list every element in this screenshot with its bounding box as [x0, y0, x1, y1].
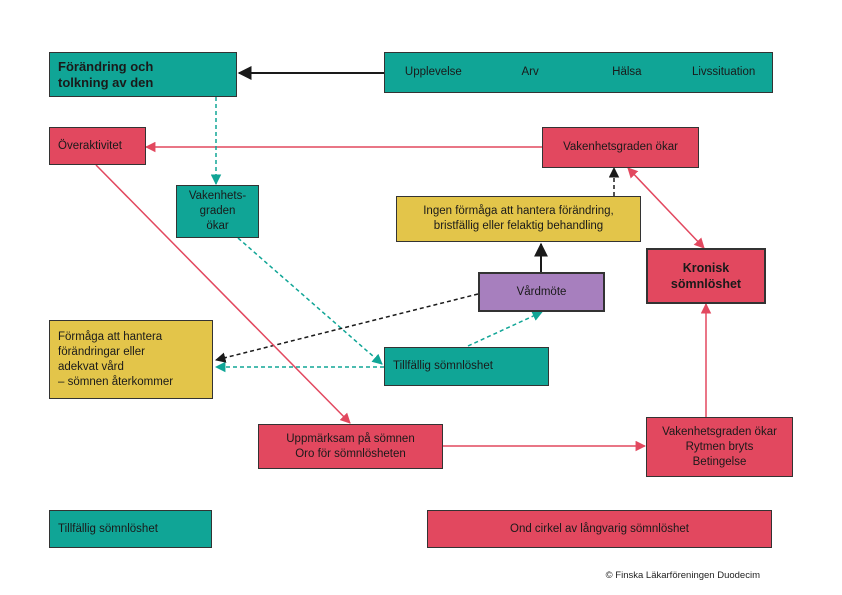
legend-red-box: Ond cirkel av långvarig sömnlöshet	[427, 510, 772, 548]
experience-item-upplevelse: Upplevelse	[404, 66, 462, 78]
forandring-line-2: tolkning av den	[58, 74, 154, 90]
overaktivitet-label: Överaktivitet	[58, 139, 122, 152]
vakenhet-teal-line-3: ökar	[206, 220, 229, 232]
overaktivitet-box: Överaktivitet	[49, 127, 146, 165]
ingen-formaga-line-2: bristfällig eller felaktig behandling	[433, 220, 604, 232]
copyright-text: © Finska Läkarföreningen Duodecim	[605, 570, 760, 581]
kronisk-box: Kronisk sömnlöshet	[646, 248, 766, 304]
experience-item-halsa: Hälsa	[612, 66, 642, 78]
experience-box: Upplevelse Arv Hälsa Livssituation	[384, 52, 773, 93]
ingen-formaga-box: Ingen förmåga att hantera förändring, br…	[396, 196, 641, 242]
uppmarksam-box: Uppmärksam på sömnen Oro för sömnlöshete…	[258, 424, 443, 469]
legend-red-label: Ond cirkel av långvarig sömnlöshet	[510, 522, 689, 535]
formaga-box: Förmåga att hantera förändringar eller a…	[49, 320, 213, 399]
tillfallig-center-label: Tillfällig sömnlöshet	[393, 360, 493, 372]
vakenhet-rytmen-line-3: Betingelse	[692, 455, 747, 468]
arrow-vardmote-to-formaga	[214, 293, 479, 363]
ingen-formaga-line-1: Ingen förmåga att hantera förändring,	[423, 205, 614, 217]
tillfallig-center-box: Tillfällig sömnlöshet	[384, 347, 549, 386]
formaga-line-3: adekvat vård	[58, 360, 124, 373]
kronisk-line-1: Kronisk	[682, 261, 730, 275]
formaga-line-1: Förmåga att hantera	[58, 330, 163, 343]
vakenhet-teal-line-2: graden	[199, 205, 236, 217]
vakenhet-rytmen-line-1: Vakenhetsgraden ökar	[662, 425, 777, 438]
legend-teal-box: Tillfällig sömnlöshet	[49, 510, 212, 548]
arrow-tillfallig-to-vardmote	[467, 311, 543, 347]
forandring-line-1: Förändring och	[58, 58, 154, 74]
uppmarksam-line-1: Uppmärksam på sömnen	[286, 432, 415, 445]
forandring-box: Förändring och tolkning av den	[49, 52, 237, 97]
vakenhet-okar-top-label: Vakenhetsgraden ökar	[563, 141, 678, 153]
uppmarksam-line-2: Oro för sömnlösheten	[295, 447, 406, 460]
vakenhet-okar-top-box: Vakenhetsgraden ökar	[542, 127, 699, 168]
formaga-line-4: – sömnen återkommer	[58, 375, 174, 388]
arrow-overaktivitet-to-uppmarksam	[95, 164, 351, 424]
formaga-line-2: förändringar eller	[58, 345, 145, 358]
vakenhet-rytmen-line-2: Rytmen bryts	[685, 440, 754, 453]
vakenhet-teal-line-1: Vakenhets-	[188, 190, 247, 202]
kronisk-line-2: sömnlöshet	[670, 277, 742, 291]
vardmote-box: Vårdmöte	[478, 272, 605, 312]
arrow-vakenhet-teal-to-tillfallig	[237, 237, 383, 365]
arrow-kronisk-vakenhet-top	[627, 167, 705, 249]
vakenhet-rytmen-box: Vakenhetsgraden ökar Rytmen bryts Beting…	[646, 417, 793, 477]
experience-item-arv: Arv	[521, 66, 539, 78]
vakenhet-teal-box: Vakenhets- graden ökar	[176, 185, 259, 238]
vardmote-label: Vårdmöte	[516, 285, 567, 298]
experience-item-livssituation: Livssituation	[691, 66, 756, 78]
legend-teal-label: Tillfällig sömnlöshet	[58, 522, 158, 535]
